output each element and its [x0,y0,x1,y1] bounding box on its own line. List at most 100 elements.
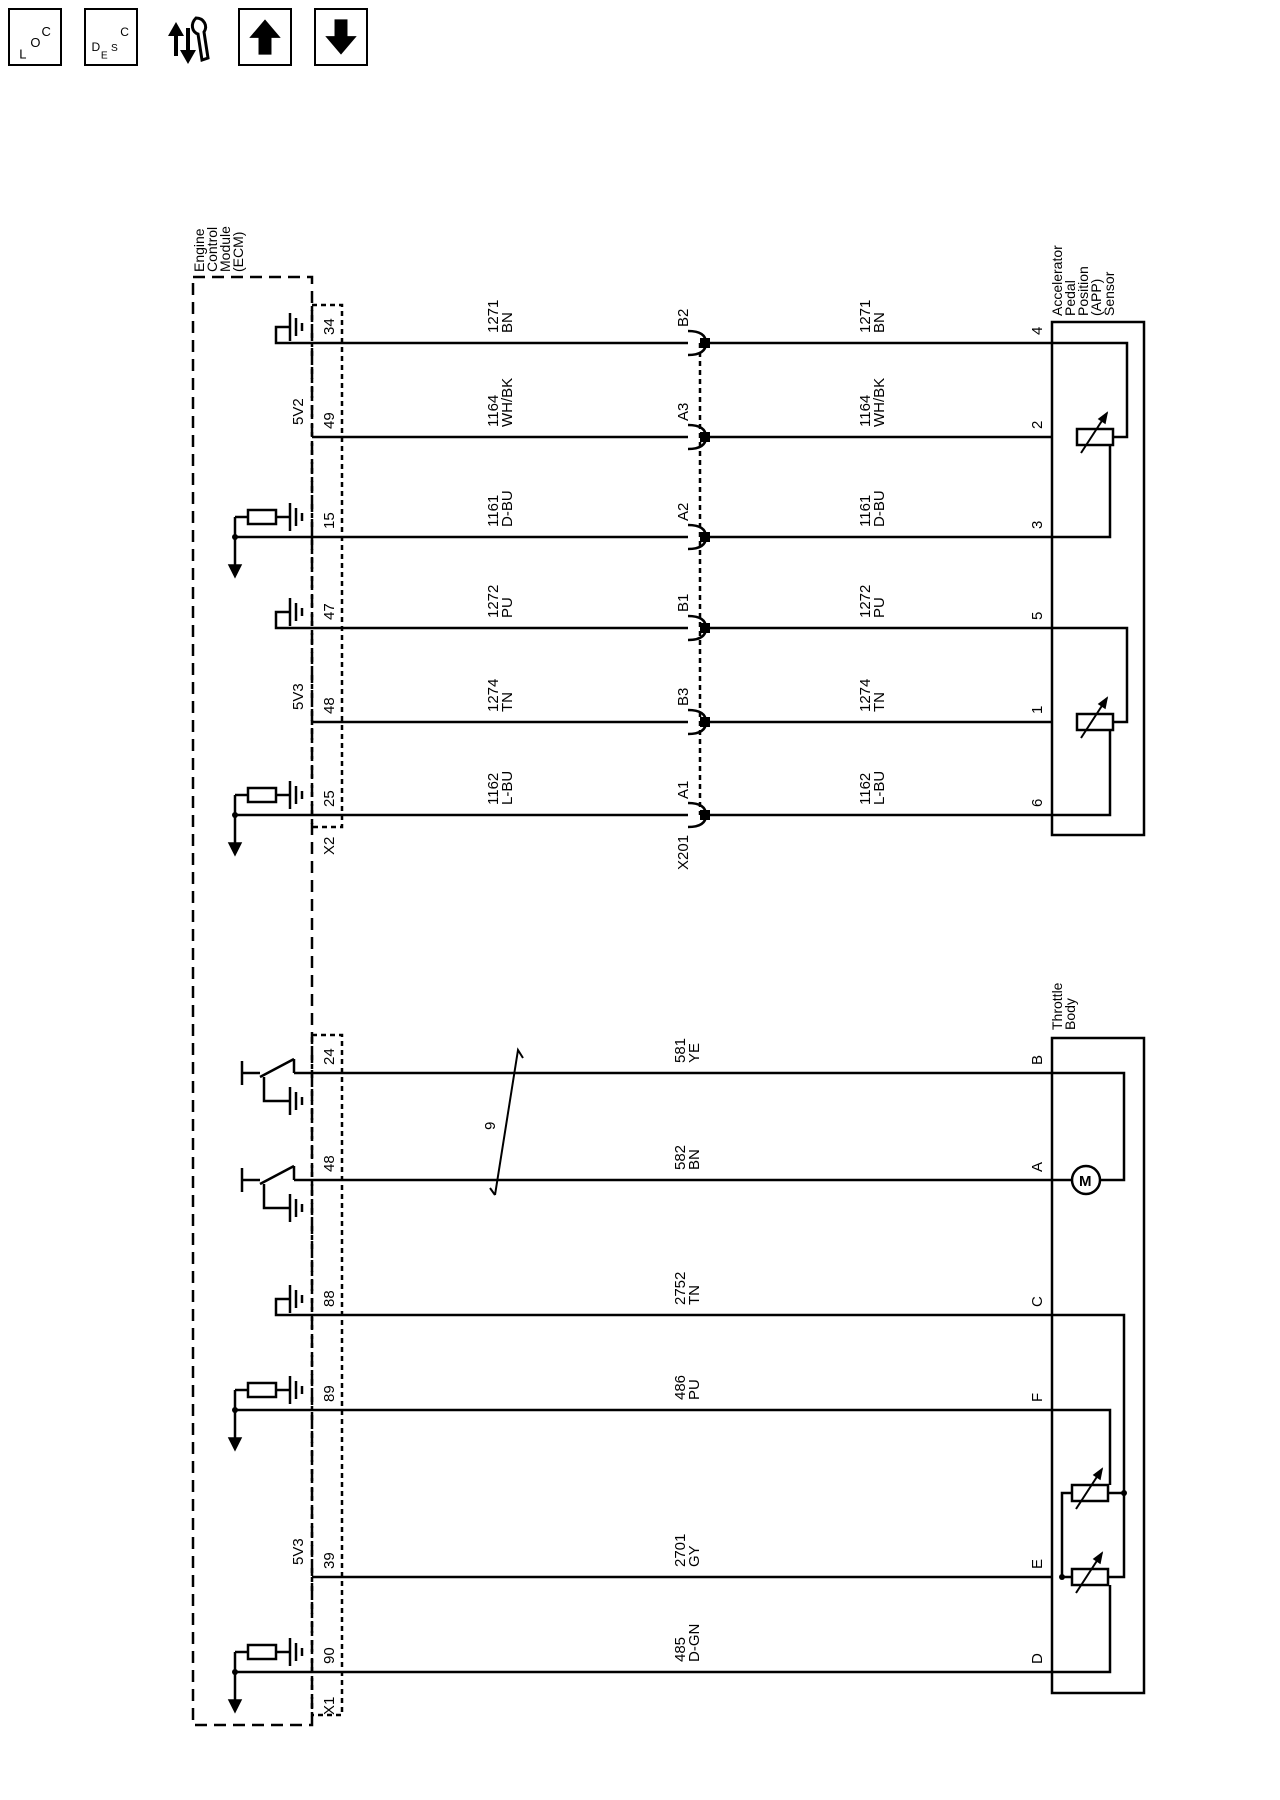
throttle-junction-e [1059,1574,1065,1580]
lower-circuit-24-0-tb-pin: B [1029,1055,1046,1065]
upper-circuit-34-0-circuit-num-b: 1271 [857,300,874,333]
ecm-connector-x1: X1 [321,1697,338,1715]
upper-circuit-48-4-x201-cavity: B3 [675,688,692,706]
tools-button[interactable] [160,8,214,66]
loc-icon: L O C [19,24,51,61]
previous-button[interactable] [238,8,292,66]
upper-circuit-15-2-arrow [227,564,243,579]
upper-circuit-47-3-lead [274,610,312,630]
upper-circuit-48-4-ref: 5V3 [290,683,307,710]
loc-letter-3: C [41,24,50,39]
upper-circuit-25-5-sensor-pin: 6 [1029,799,1046,807]
ecm-title-line-2: Control [204,227,220,272]
lower-circuit-89-3-tb-pin: F [1029,1393,1046,1402]
up-arrow-icon [249,19,281,55]
down-arrow-icon [325,19,357,55]
app-sensor-box [1050,320,1146,837]
motor-lead-b [1052,1071,1126,1182]
upper-circuit-34-0-x201-male [700,338,710,348]
app-internal-4 [1052,341,1129,439]
lower-circuit-24-0-ecm-pin: 24 [321,1048,338,1065]
app-sensor-pot-1-arrowhead [1097,411,1109,425]
throttle-body-box [1050,1036,1146,1695]
app-sensor-pot-2-arrowhead [1097,696,1109,710]
upper-circuit-47-3-circuit-num-b: 1272 [857,585,874,618]
upper-circuit-48-4-circuit-num: 1274 [485,679,502,712]
app-internal-6 [1052,730,1112,817]
lower-circuit-88-2-tb-pin: C [1029,1296,1046,1307]
lower-circuit-90-5-ecm-pin: 90 [321,1647,338,1664]
desc-letter-2: E [101,50,108,61]
upper-circuit-48-4-x201-male [700,717,710,727]
lower-circuit-89-3-arrow [227,1437,243,1452]
lower-circuit-48-1-ecm-pin: 48 [321,1155,338,1172]
upper-circuit-47-3-x201-cavity: B1 [675,594,692,612]
ecm-title-line-3: Module [217,226,233,272]
upper-circuit-34-0-circuit-num: 1271 [485,300,502,333]
lower-circuit-90-5-resistor [246,1643,278,1661]
lower-circuit-89-3-lead [233,1408,312,1440]
upper-circuit-34-0-color-b: BN [871,312,888,333]
next-button[interactable] [314,8,368,66]
upper-circuit-47-3-sensor-pin: 5 [1029,612,1046,620]
lower-circuit-88-2-color: TN [686,1285,703,1305]
upper-circuit-48-4-ecm-pin: 48 [321,697,338,714]
ecm-boundary [191,275,314,1727]
upper-circuit-34-0-x201-cavity: B2 [675,309,692,327]
lower-circuit-89-3-color: PU [686,1379,703,1400]
upper-circuit-25-5-color-b: L-BU [871,771,888,805]
throttle-pot-2-arrowhead [1092,1551,1104,1565]
throttle-internal-f [1052,1408,1112,1485]
lower-circuit-24-0-ground-lead [262,1077,290,1103]
upper-circuit-49-1-color: WH/BK [499,378,516,427]
upper-circuit-15-2-junction-dot [232,534,238,540]
upper-circuit-47-3-color-b: PU [871,597,888,618]
upper-circuit-15-2-circuit-num: 1161 [485,495,502,527]
upper-circuit-48-4-color: TN [499,692,516,712]
upper-circuit-49-1-sensor-pin: 2 [1029,421,1046,429]
connector-x2-box [310,303,344,829]
upper-circuit-49-1-ecm-pin: 49 [321,412,338,429]
lower-circuit-39-4-circuit-num: 2701 [672,1534,689,1567]
upper-circuit-48-4-sensor-pin: 1 [1029,706,1046,714]
throttle-body-title-line-1: Throttle [1049,982,1065,1030]
upper-circuit-47-3-x201-male [700,623,710,633]
upper-circuit-15-2-sensor-pin: 3 [1029,521,1046,529]
lower-circuit-48-1-ground-lead [262,1184,290,1210]
x201-name: X201 [675,835,692,870]
lower-circuit-24-0-switch [259,1057,295,1079]
upper-circuit-34-0-color: BN [499,312,516,333]
upper-circuit-48-4-circuit-num-b: 1274 [857,679,874,712]
loc-button[interactable]: L O C [8,8,62,66]
upper-circuit-47-3-color: PU [499,597,516,618]
throttle-body-title-line-2: Body [1062,998,1078,1030]
tools-icon [168,16,210,64]
app-internal-5 [1052,626,1129,724]
lower-circuit-48-1-circuit-num: 582 [672,1145,689,1170]
lower-circuit-90-5-arrow [227,1699,243,1714]
upper-circuit-15-2-resistor [246,508,278,526]
loc-letter-1: L [19,46,26,61]
upper-circuit-25-5-circuit-num-b: 1162 [857,773,874,805]
upper-circuit-15-2-ecm-pin: 15 [321,512,338,529]
upper-circuit-15-2-color: D-BU [499,490,516,527]
upper-circuit-25-5-arrow [227,842,243,857]
throttle-pot-1-arrowhead [1092,1467,1104,1481]
upper-circuit-25-5-junction-dot [232,812,238,818]
upper-circuit-49-1-color-b: WH/BK [871,378,888,427]
connector-x1-box [310,1033,344,1717]
upper-circuit-49-1-ref: 5V2 [290,398,307,425]
throttle-internal-c [1052,1313,1126,1495]
desc-button[interactable]: D E S C [84,8,138,66]
ecm-title-line-4: (ECM) [230,232,246,272]
lower-circuit-24-0-circuit-num: 581 [672,1038,689,1063]
app-sensor-title-line-1: Accelerator [1049,245,1065,316]
lower-circuit-48-1-color: BN [686,1149,703,1170]
upper-circuit-25-5-resistor [246,786,278,804]
throttle-internal-d [1052,1585,1112,1674]
throttle-internal-e-bridge [1060,1491,1072,1579]
lower-circuit-90-5-circuit-num: 485 [672,1637,689,1662]
upper-circuit-48-4-color-b: TN [871,692,888,712]
desc-icon: D E S C [92,25,130,61]
